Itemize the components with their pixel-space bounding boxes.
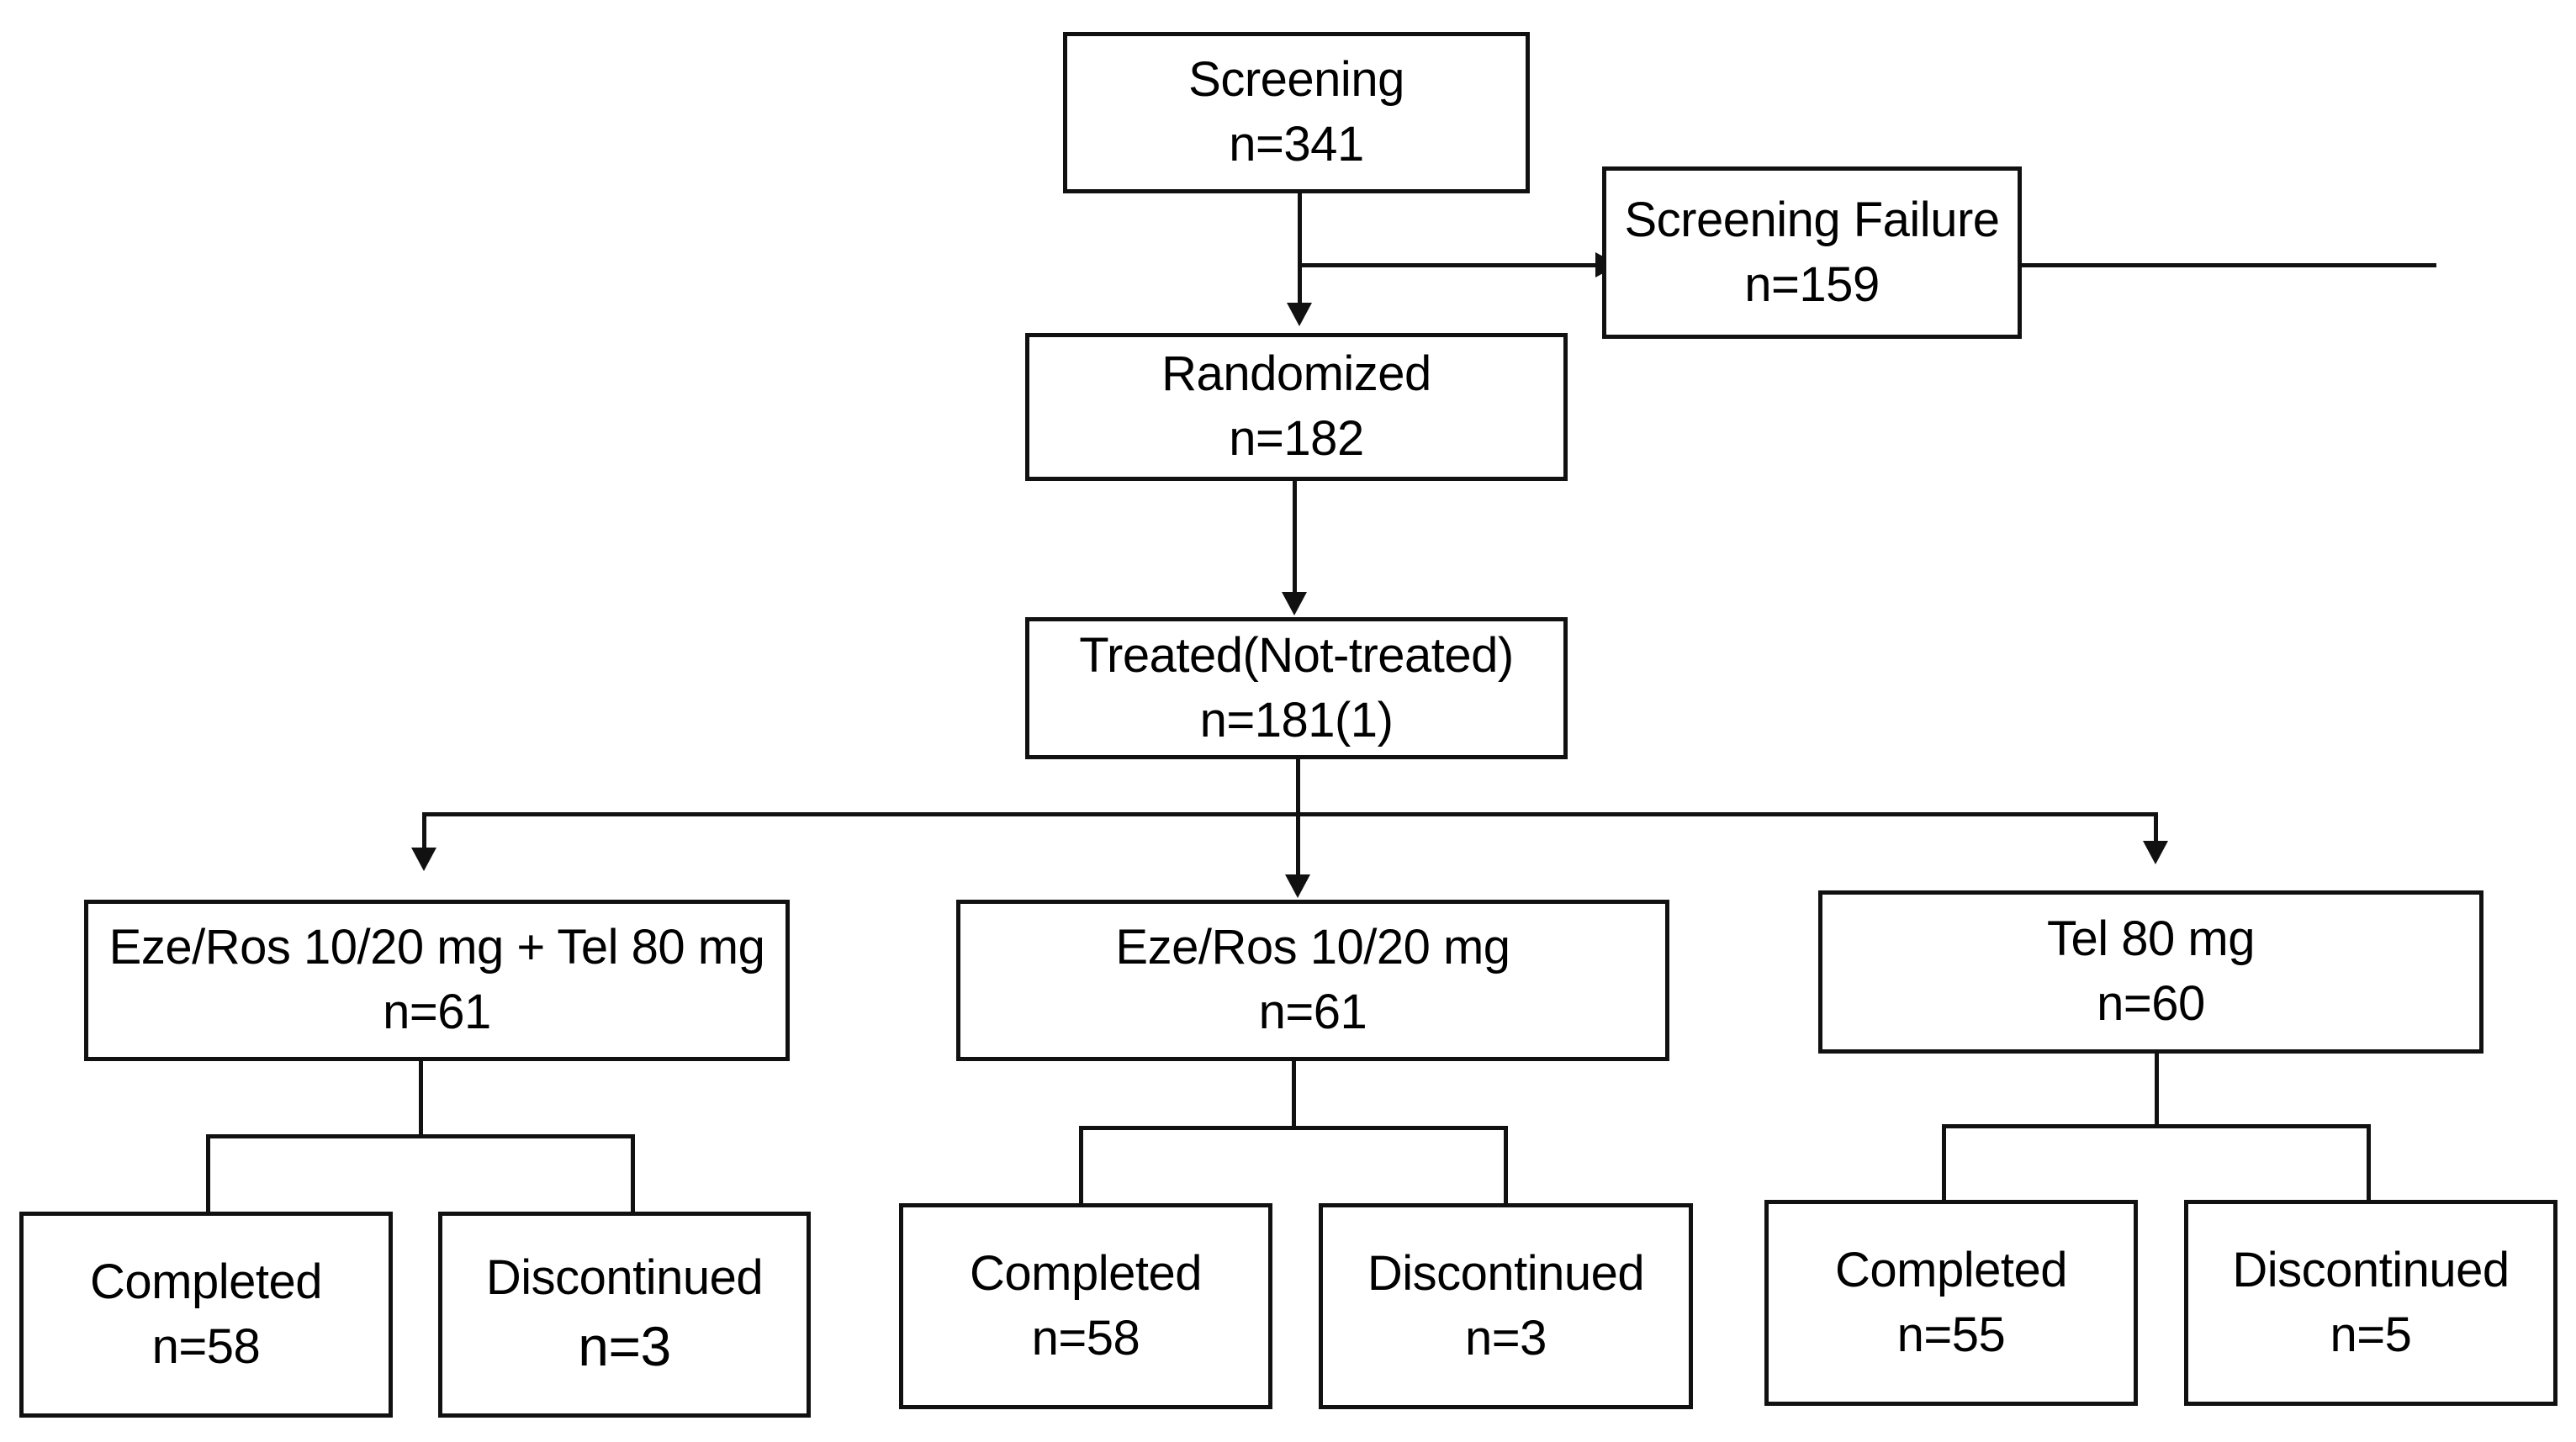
ezeros-completed-count: n=58 [1031,1310,1140,1365]
tel-arm-title: Tel 80 mg [2047,911,2255,967]
connector-combo-completed [206,1134,210,1212]
combo-completed-box: Completed n=58 [19,1212,393,1418]
combo-completed-title: Completed [90,1254,322,1309]
combo-discontinued-count: n=3 [578,1315,671,1378]
screening-count: n=341 [1229,117,1364,172]
connector-to-combo-arm [422,812,426,849]
treated-title: Treated(Not-treated) [1079,627,1514,683]
screening-box: Screening n=341 [1063,32,1530,193]
connector-tel-horizontal [1942,1124,2371,1128]
arrow-to-combo-arm [411,848,436,871]
arrow-to-treated [1282,592,1307,615]
connector-ezeros-discontinued [1504,1126,1508,1203]
connector-tel-down [2155,1054,2159,1128]
tel-discontinued-count: n=5 [2330,1307,2412,1362]
combo-discontinued-box: Discontinued n=3 [438,1212,811,1418]
tel-arm-box: Tel 80 mg n=60 [1818,890,2483,1054]
connector-arms-horizontal [422,812,2158,816]
combo-discontinued-title: Discontinued [485,1249,764,1305]
screening-failure-title: Screening Failure [1624,192,2000,247]
connector-combo-horizontal [206,1134,635,1138]
arrow-to-randomized [1287,303,1312,326]
arrow-to-tel-arm [2143,841,2168,864]
screening-failure-count: n=159 [1744,256,1880,312]
tel-completed-title: Completed [1835,1242,2067,1297]
connector-randomized-to-treated [1293,481,1297,592]
connector-treated-down [1296,759,1300,875]
combo-arm-title: Eze/Ros 10/20 mg + Tel 80 mg [108,920,765,975]
tel-discontinued-box: Discontinued n=5 [2184,1200,2557,1406]
arrow-to-ezeros-arm [1285,874,1310,898]
connector-ezeros-down [1292,1061,1296,1130]
randomized-box: Randomized n=182 [1025,333,1568,481]
treated-box: Treated(Not-treated) n=181(1) [1025,617,1568,759]
combo-completed-count: n=58 [151,1318,261,1374]
ezeros-completed-box: Completed n=58 [899,1203,1272,1409]
ezeros-arm-box: Eze/Ros 10/20 mg n=61 [956,900,1669,1061]
tel-arm-count: n=60 [2097,976,2205,1031]
ezeros-arm-count: n=61 [1258,985,1367,1039]
connector-tel-discontinued [2367,1124,2371,1200]
combo-arm-box: Eze/Ros 10/20 mg + Tel 80 mg n=61 [84,900,790,1061]
combo-arm-count: n=61 [383,985,491,1039]
tel-discontinued-title: Discontinued [2232,1242,2510,1297]
screening-failure-box: Screening Failure n=159 [1602,166,2022,339]
connector-screening-to-randomized [1298,193,1302,303]
ezeros-discontinued-count: n=3 [1465,1310,1547,1365]
ezeros-discontinued-title: Discontinued [1367,1245,1645,1301]
treated-count: n=181(1) [1199,692,1394,747]
connector-combo-discontinued [631,1134,635,1212]
tel-completed-box: Completed n=55 [1764,1200,2138,1406]
connector-ezeros-horizontal [1079,1126,1508,1130]
connector-to-tel-arm [2154,812,2158,841]
randomized-title: Randomized [1161,346,1431,402]
connector-combo-down [419,1061,423,1138]
tel-completed-count: n=55 [1896,1307,2006,1362]
ezeros-discontinued-box: Discontinued n=3 [1319,1203,1693,1409]
randomized-count: n=182 [1229,411,1364,466]
ezeros-arm-title: Eze/Ros 10/20 mg [1115,920,1510,975]
connector-ezeros-completed [1079,1126,1083,1203]
screening-title: Screening [1188,52,1404,108]
connector-tel-completed [1942,1124,1946,1200]
ezeros-completed-title: Completed [970,1245,1202,1301]
